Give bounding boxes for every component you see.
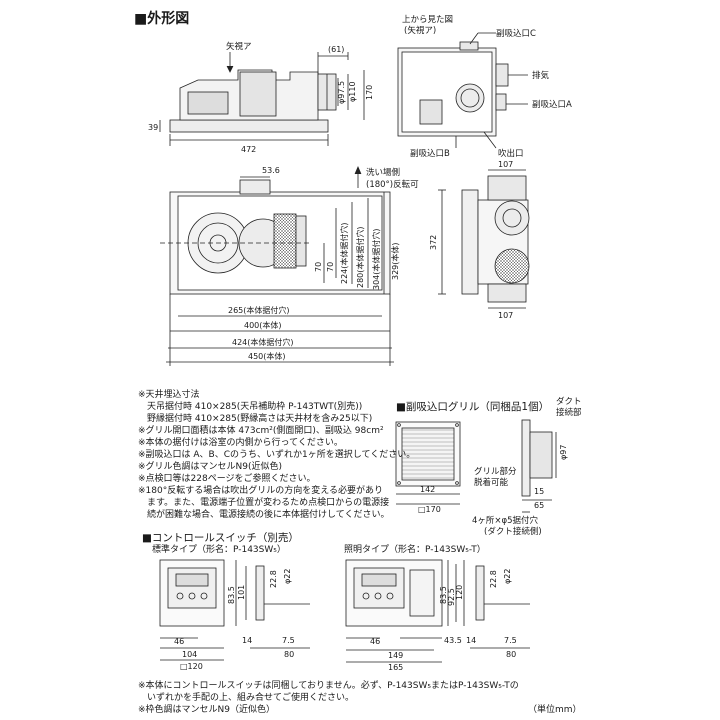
label-port-a: 副吸込口A	[532, 99, 572, 110]
dim-97-5: φ97.5	[337, 81, 346, 104]
lt-dim-83-5: 83.5	[439, 586, 448, 604]
note-line: ※天井埋込寸法	[138, 390, 200, 400]
note-line: ※点検口等は228ページをご参照ください。	[138, 474, 316, 484]
std-dim-104: 104	[182, 650, 197, 659]
dim-224: 224(本体据付穴)	[339, 222, 349, 284]
note-line: ※本体の据付けは浴室の内側から行ってください。	[138, 438, 343, 448]
lt-dim-46: 46	[370, 637, 380, 646]
plan-view	[160, 165, 394, 366]
note-line: ※副吸込口は A、B、Cのうち、いずれか1ヶ所を選択してください。	[138, 450, 416, 460]
grille-removable-2: 脱着可能	[474, 477, 509, 488]
dim-472: 472	[241, 145, 256, 154]
grille-duct-2: 接続部	[556, 407, 582, 418]
dim-280: 280(本体据付穴)	[355, 226, 365, 288]
dim-110: φ110	[348, 81, 357, 102]
lt-dim-80: 80	[506, 650, 516, 659]
lt-dim-22: φ22	[503, 569, 512, 584]
label-outlet: 吹出口	[498, 148, 524, 159]
dim-424: 424(本体据付穴)	[232, 337, 294, 347]
lt-dim-14: 14	[466, 636, 476, 645]
switch-lighting-label: 照明タイプ（形名：P-143SW₅-T）	[344, 545, 486, 555]
grille-duct-side: (ダクト接続側)	[484, 526, 542, 537]
footer-line-1: ※本体にコントロールスイッチは同梱しておりません。必ず、P-143SW₅またはP…	[138, 681, 519, 691]
std-dim-80: 80	[284, 650, 294, 659]
plan-note-2: (180°)反転可	[366, 179, 419, 190]
dim-53-6: 53.6	[262, 166, 280, 175]
switch-standard-view	[159, 559, 310, 661]
grille-dim-170: □170	[418, 505, 441, 514]
top-view-caption-1: 上から見た図	[402, 15, 453, 25]
lt-dim-120: 120	[455, 585, 464, 600]
side-view-arrow-a: 矢視ア	[226, 41, 252, 52]
footer-notes: ※本体にコントロールスイッチは同梱しておりません。必ず、P-143SW₅またはP…	[138, 680, 519, 716]
note-line: ※180°反転する場合は吹出グリルの方向を変える必要があり	[138, 486, 383, 496]
label-port-b: 副吸込口B	[410, 148, 450, 159]
note-line: 続が困難な場合、電源接続の後に本体据付けしてください。	[138, 510, 390, 520]
lt-dim-7-5: 7.5	[504, 636, 517, 645]
grille-view	[395, 419, 557, 513]
end-dim-107-bottom: 107	[498, 311, 513, 320]
dim-70a: 70	[314, 262, 323, 272]
dim-170: 170	[365, 85, 374, 100]
grille-dim-15: 15	[534, 487, 544, 496]
top-view	[397, 32, 528, 149]
lt-dim-43-5: 43.5	[444, 636, 462, 645]
lt-dim-22-8: 22.8	[489, 570, 498, 588]
notes-block: ※天井埋込寸法 天吊据付時 410×285(天吊補助枠 P-143TWT(別売)…	[138, 389, 416, 521]
dim-400: 400(本体)	[244, 320, 282, 330]
dim-265: 265(本体据付穴)	[228, 305, 290, 315]
end-dim-107-top: 107	[498, 160, 513, 169]
std-dim-120: □120	[180, 662, 203, 671]
page-title: ■外形図	[134, 11, 190, 27]
switch-title: ■コントロールスイッチ（別売）	[142, 532, 299, 544]
std-dim-22: φ22	[283, 569, 292, 584]
dim-39: 39	[148, 123, 158, 132]
std-dim-22-8: 22.8	[269, 570, 278, 588]
grille-dim-97: φ97	[559, 445, 568, 460]
grille-title: ■副吸込口グリル（同梱品1個）	[396, 401, 550, 413]
lt-dim-149: 149	[388, 651, 403, 660]
lt-dim-92-5: 92.5	[447, 588, 456, 606]
note-line: 野縁据付時 410×285(野縁高さは天井材を含み25以下)	[138, 414, 373, 424]
dim-329: 329(本体)	[390, 242, 400, 280]
label-port-c: 副吸込口C	[496, 28, 536, 39]
top-view-caption-2: (矢視ア)	[404, 25, 436, 36]
std-dim-101: 101	[237, 585, 246, 600]
label-exhaust: 排気	[532, 70, 550, 81]
footer-line-2: いずれかを手配の上、組み合せてご使用ください。	[138, 693, 355, 703]
switch-standard-label: 標準タイプ（形名：P-143SW₅）	[152, 545, 286, 555]
dim-304: 304(本体据付穴)	[371, 228, 381, 290]
grille-removable-1: グリル部分	[474, 466, 517, 477]
grille-dim-65: 65	[534, 501, 544, 510]
dim-450: 450(本体)	[248, 351, 286, 361]
std-dim-83-5: 83.5	[227, 586, 236, 604]
end-view	[438, 169, 530, 309]
switch-lighting-view	[345, 559, 530, 663]
dim-61: (61)	[328, 45, 344, 54]
dim-70b: 70	[326, 262, 335, 272]
grille-holes: 4ヶ所×φ5据付穴	[472, 515, 539, 526]
note-line: ※グリル開口面積は本体 473cm²(側面開口)、副吸込 98cm²	[138, 426, 384, 436]
note-line: ます。また、電源端子位置が変わるため点検口からの電源接	[138, 498, 390, 508]
side-view	[159, 52, 365, 146]
note-line: 天吊据付時 410×285(天吊補助枠 P-143TWT(別売))	[138, 402, 363, 412]
grille-duct-1: ダクト	[556, 396, 582, 407]
std-dim-46: 46	[174, 637, 184, 646]
footer-line-3: ※枠色調はマンセルN9（近似色）	[138, 705, 276, 715]
end-dim-372: 372	[429, 235, 438, 250]
note-line: ※グリル色調はマンセルN9(近似色)	[138, 462, 283, 472]
std-dim-7-5: 7.5	[282, 636, 295, 645]
unit-label: （単位mm）	[528, 705, 582, 715]
plan-note-1: 洗い場側	[366, 167, 400, 178]
lt-dim-165: 165	[388, 663, 403, 672]
std-dim-14: 14	[242, 636, 252, 645]
grille-dim-142: 142	[420, 485, 435, 494]
